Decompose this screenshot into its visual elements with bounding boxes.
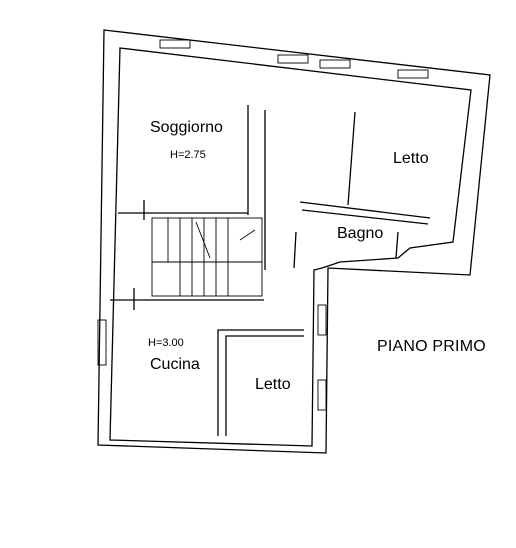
room-label-letto-upper: Letto: [393, 150, 429, 167]
room-label-bagno: Bagno: [337, 225, 384, 242]
room-label-letto-lower: Letto: [255, 376, 291, 393]
room-height-cucina: H=3.00: [148, 337, 184, 349]
windows: [97, 39, 429, 411]
room-height-soggiorno: H=2.75: [170, 149, 206, 161]
outer-walls: [97, 29, 491, 454]
interior-walls: [110, 105, 431, 436]
room-label-cucina: Cucina: [150, 356, 200, 373]
room-label-soggiorno: Soggiorno: [150, 119, 223, 136]
floor-label: PIANO PRIMO: [377, 338, 486, 355]
